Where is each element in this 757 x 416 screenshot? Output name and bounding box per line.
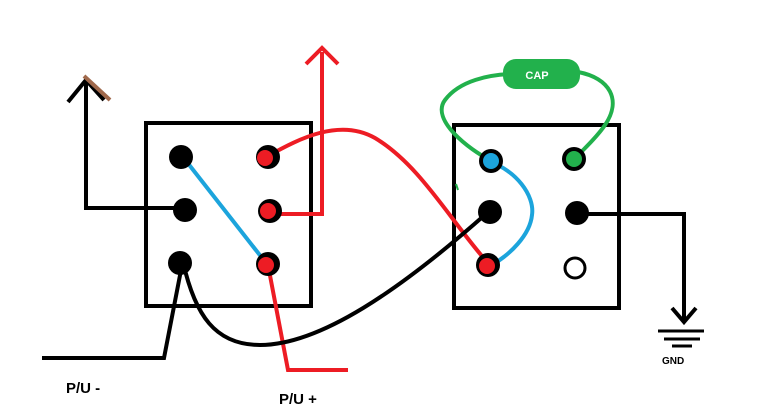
gnd-arrow-head [670, 306, 698, 326]
right-terminal-top-right-green [566, 151, 582, 167]
pu-minus-label: P/U - [66, 380, 100, 397]
black-wire-left-mid [84, 82, 185, 210]
right-terminal-block [452, 123, 621, 310]
red-arrow-head [304, 45, 340, 66]
right-terminal-mid-left [478, 200, 502, 224]
black-wire-cross [181, 211, 489, 348]
left-terminal-mid-right-red [260, 203, 276, 219]
blue-jumper-right [489, 160, 535, 268]
left-terminal-mid-left [173, 198, 197, 222]
brown-lead [82, 74, 112, 102]
right-terminal-bottom-left-red [479, 258, 495, 274]
left-terminal-top-right-red [257, 150, 273, 166]
left-terminal-top-left [169, 145, 193, 169]
left-terminal-bottom-right-red [258, 257, 274, 273]
right-terminal-mid-right [565, 201, 589, 225]
green-tick [455, 183, 459, 191]
cap-label: CAP [525, 70, 548, 82]
capacitor [503, 59, 580, 89]
blue-jumper-left [181, 155, 268, 265]
red-wire-arc [267, 127, 489, 264]
gnd-label: GND [662, 356, 684, 367]
green-wire-cap-left [440, 72, 511, 162]
red-wire-up [268, 52, 324, 216]
black-wire-pu-minus [42, 264, 184, 360]
red-wire-pu-plus [266, 264, 348, 372]
black-wire-gnd [577, 212, 686, 322]
right-terminal-bottom-right [563, 256, 587, 280]
left-terminal-bottom-left [168, 251, 192, 275]
green-wire-cap-right [572, 70, 615, 162]
right-terminal-top-left-blue [483, 153, 499, 169]
pu-plus-label: P/U + [279, 391, 317, 408]
